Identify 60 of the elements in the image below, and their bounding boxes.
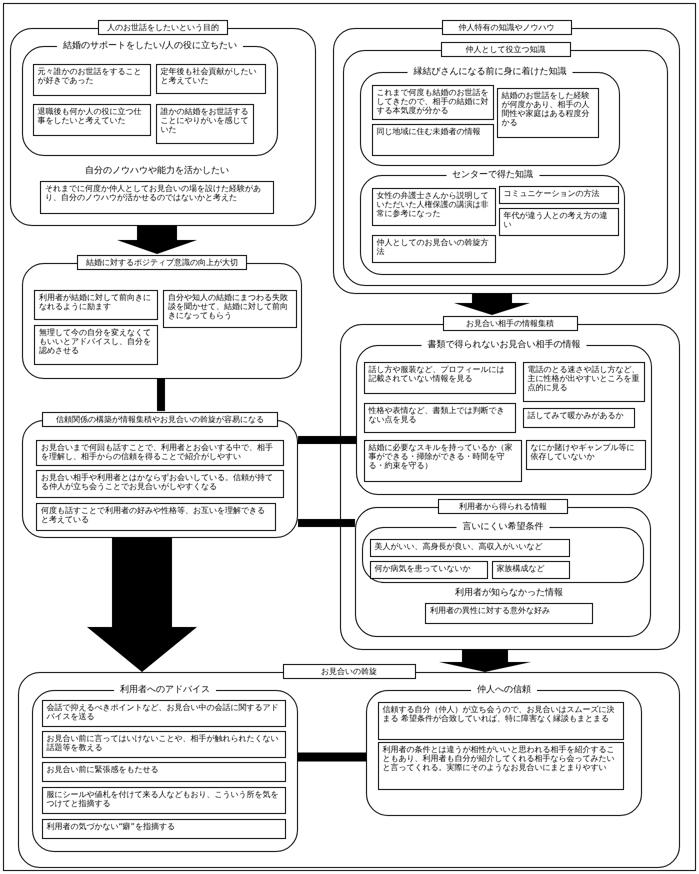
text-box: 仲人としてのお見合いの斡旋方法 <box>372 234 496 262</box>
section-heading: センターで得た知識 <box>446 170 539 180</box>
text-box: 何か病気を患っていないか <box>370 560 488 578</box>
box-heading: 利用者が知らなかった情報 <box>454 588 564 598</box>
text-box: 服にシールや値札を付けて来る人などもおり、こういう所を気をつけてと指摘する <box>42 786 286 814</box>
text-box: 無理して今の自分を変えなくてもいいとアドバイスし、自分を認めさせる <box>34 325 158 365</box>
text-box: 元々誰かのお世話をすることが好きであった <box>32 64 150 96</box>
connector-bar <box>298 752 366 762</box>
section-heading: 縁結びさんになる前に身に着けた知識 <box>408 67 572 78</box>
connector-bar <box>298 436 356 444</box>
section-heading: 書類で得られないお見合い相手の情報 <box>422 340 586 350</box>
section-heading: 利用者へのアドバイス <box>114 685 216 696</box>
section-heading: 結婚のサポートをしたい/人の役に立ちたい <box>56 41 244 52</box>
text-box: 誰かの結婚をお世話することにやりがいを感じていた <box>156 104 254 144</box>
text-box: 結婚に必要なスキルを持っているか（家事ができる・掃除ができる・時間を守る・約束を守る） <box>364 440 522 482</box>
section-title: お見合い相手の情報集積 <box>442 316 578 332</box>
block-arrow <box>117 226 197 254</box>
text-box: 利用者の条件とは違うが相性がいいと思われる相手を紹介することもあり、利用者も自分が紹介してくれる相手なら会ってみたいと言ってくれる。実際にそのようなお見合いにまとまりやすい <box>378 742 624 790</box>
text-box: 同じ地域に住む未婚者の情報 <box>372 124 494 156</box>
text-box: 利用者が結婚に対して前向きになれるように励ます <box>34 290 158 320</box>
text-box: 話し方や服装など、プロフィールには記載されていない情報を見る <box>364 362 516 394</box>
section-heading: 仲人への信頼 <box>471 685 537 696</box>
text-box: 結婚のお世話をした経験が何度かあり、相手の人間性や家庭はある程度分かる <box>496 88 598 138</box>
text-box: 信頼する自分（仲人）が立ち会うので、お見合いはスムーズに決まる 希望条件が合致していれば、特に障害なく縁談もまとまる <box>378 702 624 740</box>
text-box: お見合い前に言ってはいけないことや、相手が触れられたくない話題等を教える <box>42 730 286 758</box>
text-box: 家族構成など <box>492 560 570 578</box>
section-title: 利用者から得られる情報 <box>438 499 568 514</box>
text-box: 女性の弁護士さんから説明していただいた人権保護の講演は非常に参考になった <box>372 188 496 226</box>
text-box: 電話のとる速さや話し方など、主に性格が出やすいところを重点的に見る <box>522 362 644 402</box>
text-box: なにか賭けやギャンブル等に依存していないか <box>526 440 646 470</box>
text-box: コミュニケーションの方法 <box>498 186 618 204</box>
text-box: お見合い前に緊張感をもたせる <box>42 762 286 782</box>
text-box: それまでに何度か仲人としてお見合いの場を設けた経験があり、自分のノウハウが活かせるのではないかと考えた <box>40 181 274 214</box>
text-box: 会話で抑えるべきポイントなど、お見合い中の会話に関するアドバイスを送る <box>42 700 286 726</box>
text-box: お見合いまで何回も話すことで、利用者とお会いする中で、相手を理解し、相手からの信頼を得ることで紹介がしやすい <box>36 440 284 466</box>
text-box: 何度も話すことで利用者の好みや性格等、お互いを理解できると考えている <box>36 503 276 531</box>
connector-bar <box>298 519 355 527</box>
section-title: 仲人特有の知識やノウハウ <box>442 20 572 36</box>
text-box: 利用者の異性に対する意外な好み <box>425 603 593 624</box>
text-box: これまで何度も結婚のお世話をしてきたので、相手の結婚に対する本気度が分かる <box>372 84 494 120</box>
block-arrow <box>439 650 531 672</box>
text-box: 定年後も社会貢献がしたいと考えていた <box>156 64 266 94</box>
section-title: 仲人として役立つ知識 <box>440 42 570 58</box>
block-arrow <box>454 294 530 315</box>
text-box: 年代が違う人との考え方の違い <box>498 208 618 236</box>
text-box: 自分や知人の結婚にまつわる失敗談を聞かせて、結婚に対して前向きになってもらう <box>163 290 297 328</box>
text-box: 性格や表情など、書類上では判断できない点を見る <box>364 402 516 432</box>
section-title: 結婚に対するポジティブ意識の向上が大切 <box>77 255 247 270</box>
text-box: 美人がいい、高身長が良い、高収入がいいなど <box>370 538 570 556</box>
section-title: 信頼関係の構築が情報集積やお見合いの斡旋が容易になる <box>42 412 278 428</box>
text-box: お見合い相手や利用者とはかならずお会いしている。信頼が持てる仲人が立ち会うことでお見合いがしやすくなる <box>36 470 284 498</box>
section-title: お見合いの斡旋 <box>282 664 416 680</box>
text-box: 利用者の気づかない“癖”を指摘する <box>42 818 286 838</box>
text-box: 退職後も何か人の役に立つ仕事をしたいと考えていた <box>32 104 150 136</box>
text-box: 話してみて暖かみがあるか <box>522 408 634 428</box>
box-heading: 自分のノウハウや能力を活かしたい <box>84 166 230 176</box>
section-heading: 言いにくい希望条件 <box>456 522 550 532</box>
connector-bar <box>157 379 165 411</box>
section-title: 人のお世話をしたいという目的 <box>98 20 228 36</box>
block-arrow <box>87 538 197 672</box>
